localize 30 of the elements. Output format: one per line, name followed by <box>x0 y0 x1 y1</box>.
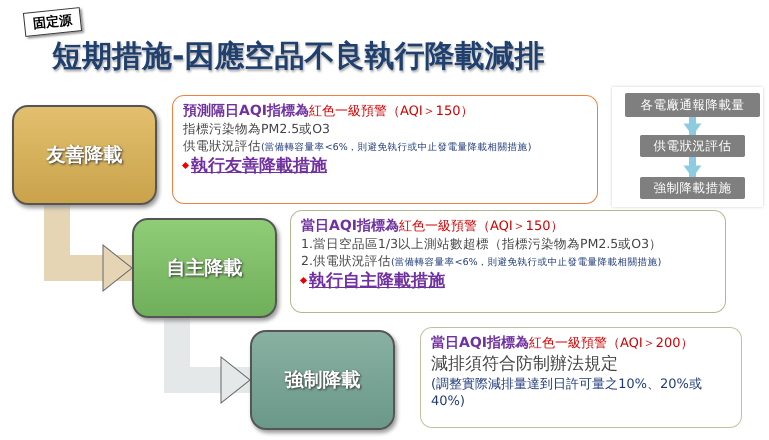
title: 短期措施-因應空品不良執行降載減排 <box>52 38 544 76</box>
bent-arrow <box>164 318 250 404</box>
note-text: (當備轉容量率<6%，則避免執行或中止發電量降載相關措施) <box>261 142 532 153</box>
process-box: 各電廠通報降載量 <box>625 93 760 117</box>
info-box <box>172 95 598 204</box>
note-text: (調整實際減排量達到日許可量之10%、20%或40%) <box>431 376 702 410</box>
body-text: 供電狀況評估 <box>183 138 261 153</box>
tag-label: 固定源 <box>22 7 82 37</box>
warning-text: 紅色一級預警（AQI＞200） <box>528 336 694 351</box>
warning-text: 紅色一級預警（AQI＞150） <box>308 104 474 119</box>
process-box: 供電狀況評估 <box>640 135 745 157</box>
body-text: 1.當日空品區1/3以上測站數超標（指標污染物為PM2.5或O3） <box>301 236 662 251</box>
info-box <box>290 210 726 313</box>
note-text: (當備轉容量率<6%，則避免執行或中止發電量降載相關措施) <box>390 256 662 268</box>
body-text: 2.供電狀況評估 <box>301 252 391 268</box>
action-link: 執行友善降載措施 <box>191 156 327 176</box>
heading-text: 當日AQI指標為 <box>301 218 399 234</box>
heading-text: 預測隔日AQI指標為 <box>183 103 309 119</box>
heading-text: 當日AQI指標為 <box>431 335 529 351</box>
arrow <box>684 157 701 178</box>
body-text: 減排須符合防制辦法規定 <box>431 354 618 374</box>
step-box: 強制降載 <box>250 330 395 430</box>
warning-text: 紅色一級預警（AQI＞150） <box>398 219 564 234</box>
info-box <box>420 327 742 428</box>
arrow <box>684 117 701 136</box>
action-link: 執行自主降載措施 <box>309 270 445 291</box>
step-box: 自主降載 <box>132 218 277 318</box>
process-box: 強制降載措施 <box>640 177 745 199</box>
step-box: 友善降載 <box>12 105 157 205</box>
body-text: 指標污染物為PM2.5或O3 <box>183 120 330 136</box>
